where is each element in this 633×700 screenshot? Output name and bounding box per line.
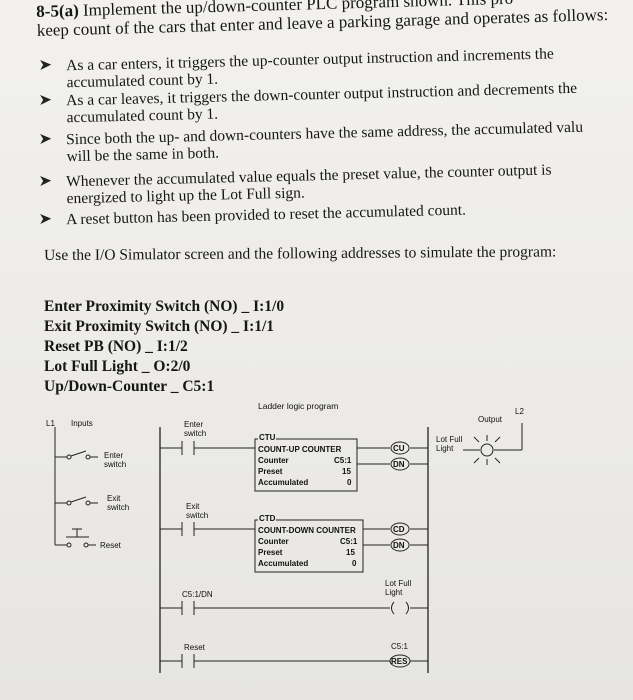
dn-coil: DN [393,541,405,550]
output-label: Output [478,415,503,424]
instruction-text: Use the I/O Simulator screen and the fol… [44,243,557,264]
ctu-accum-value: 0 [347,478,352,487]
ctd-counter-value: C5:1 [340,537,358,546]
ctd-name: COUNT-DOWN COUNTER [258,526,356,535]
res-coil: RES [391,657,408,666]
inputs-label: Inputs [71,419,93,428]
bullet-line: will be the same in both. [66,144,220,166]
address-line: Exit Proximity Switch (NO) _ I:1/1 [44,318,275,335]
bullet-line: As a car enters, it triggers the up-coun… [65,45,554,75]
ctd-accum-value: 0 [352,559,357,568]
ctu-tag: CTU [258,433,277,442]
ctd-counter-label: Counter [258,537,289,546]
address-line: Lot Full Light _ O:2/0 [44,358,191,375]
ctu-name: COUNT-UP COUNTER [258,445,342,454]
arrow-bullet-icon [38,93,56,110]
ctu-preset-value: 15 [342,467,351,476]
ctu-counter-label: Counter [258,456,289,465]
ctu-preset-label: Preset [258,467,283,476]
l2-label: L2 [515,407,524,416]
ctd-preset-label: Preset [258,548,283,557]
ctu-counter-value: C5:1 [334,456,352,465]
arrow-bullet-icon [38,132,56,149]
bullet-line: accumulated count by 1. [66,105,219,127]
arrow-bullet-icon [38,58,56,75]
cd-coil: CD [393,525,405,534]
ctd-tag: CTD [258,514,277,523]
problem-number: 8-5(a) [36,0,79,21]
arrow-bullet-icon [38,174,56,191]
arrow-bullet-icon [38,212,56,229]
ctu-accum-label: Accumulated [258,478,309,487]
dn-coil: DN [393,460,405,469]
ctd-preset-value: 15 [346,548,355,557]
l1-label: L1 [46,419,55,428]
reset-label: Reset [100,541,121,550]
cu-coil: CU [393,444,405,453]
ladder-diagram-drawing [54,423,523,673]
bullet-line: Whenever the accumulated value equals th… [65,161,552,191]
address-line: Up/Down-Counter _ C5:1 [44,378,215,395]
res-address: C5:1 [391,642,408,651]
address-line: Reset PB (NO) _ I:1/2 [44,338,188,355]
problem-heading: 8-5(a) Implement the up/down-counter PLC… [36,0,608,40]
contact-reset-label: Reset [184,643,205,652]
ladder-diagram: Ladder logic program L1 Inputs Output L2… [0,395,633,700]
ctd-accum-label: Accumulated [258,559,309,568]
diagram-title: Ladder logic program [258,401,339,411]
contact-dn-label: C5:1/DN [182,590,213,599]
address-line: Enter Proximity Switch (NO) _ I:1/0 [44,298,285,315]
